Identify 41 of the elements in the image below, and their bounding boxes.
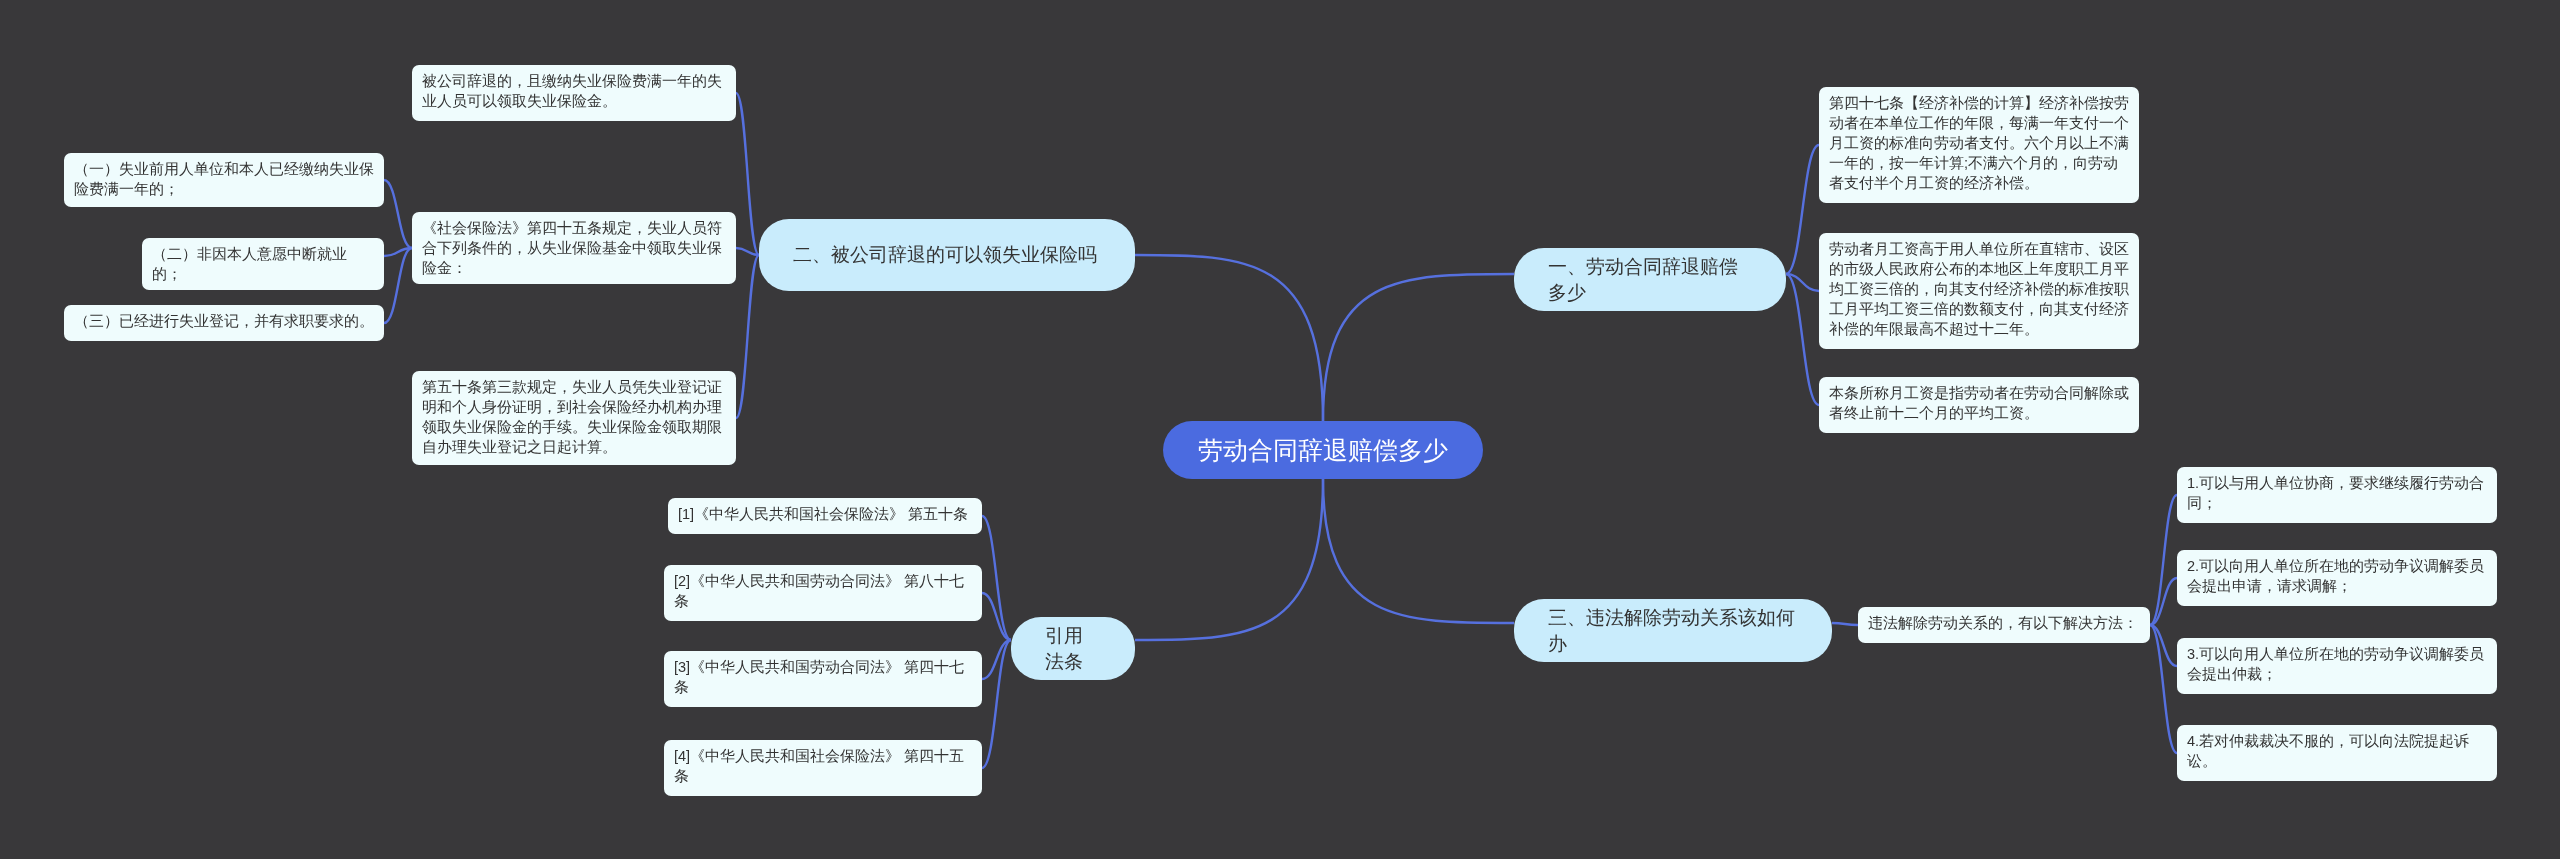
note-box: 1.可以与用人单位协商，要求继续履行劳动合同；	[2177, 467, 2497, 523]
connector-line	[735, 92, 760, 256]
note-box: 本条所称月工资是指劳动者在劳动合同解除或者终止前十二个月的平均工资。	[1819, 377, 2139, 433]
note-box: （三）已经进行失业登记，并有求职要求的。	[64, 305, 384, 341]
connector-line	[383, 178, 413, 250]
connector-line	[383, 246, 413, 325]
connector-line	[2149, 624, 2178, 754]
connector-line	[1785, 272, 1820, 293]
note-box: 4.若对仲裁裁决不服的，可以向法院提起诉讼。	[2177, 725, 2497, 781]
note-box: 被公司辞退的，且缴纳失业保险费满一年的失业人员可以领取失业保险金。	[412, 65, 736, 121]
branch-topic: 三、违法解除劳动关系该如何办	[1514, 599, 1832, 663]
note-box: （一）失业前用人单位和本人已经缴纳失业保险费满一年的；	[64, 153, 384, 207]
note-box: 2.可以向用人单位所在地的劳动争议调解委员会提出申请，请求调解；	[2177, 550, 2497, 606]
connector-line	[2149, 494, 2178, 626]
note-box: 劳动者月工资高于用人单位所在直辖市、设区的市级人民政府公布的本地区上年度职工月平均工资三倍的，向其支付经济补偿的标准按职工月平均工资三倍的数额支付，向其支付经济补偿的年限最高不超过十二年。	[1819, 233, 2139, 349]
note-box: 3.可以向用人单位所在地的劳动争议调解委员会提出仲裁；	[2177, 638, 2497, 694]
connector-line	[981, 515, 1012, 641]
connector-line	[735, 246, 760, 257]
connector-line	[1832, 621, 1858, 627]
note-box: [3]《中华人民共和国劳动合同法》 第四十七条	[664, 651, 982, 707]
note-box: [4]《中华人民共和国社会保险法》 第四十五条	[664, 740, 982, 796]
central-topic: 劳动合同辞退赔偿多少	[1163, 421, 1483, 479]
note-box: [2]《中华人民共和国劳动合同法》 第八十七条	[664, 565, 982, 621]
note-box: [1]《中华人民共和国社会保险法》 第五十条	[668, 498, 982, 534]
connector-line	[735, 254, 760, 419]
connector-line	[1135, 478, 1325, 642]
branch-topic: 一、劳动合同辞退赔偿多少	[1514, 248, 1786, 312]
connector-line	[1785, 273, 1820, 406]
note-box: （二）非因本人意愿中断就业的；	[142, 238, 384, 290]
branch-topic: 二、被公司辞退的可以领失业保险吗	[759, 219, 1135, 291]
note-box: 第五十条第三款规定，失业人员凭失业登记证明和个人身份证明，到社会保险经办机构办理领取失业保险金的手续。失业保险金领取期限自办理失业登记之日起计算。	[412, 371, 736, 465]
connector-line	[981, 591, 1012, 642]
connector-line	[981, 639, 1012, 769]
connector-line	[1135, 253, 1325, 422]
note-box: 《社会保险法》第四十五条规定，失业人员符合下列条件的，从失业保险基金中领取失业保险金：	[412, 212, 736, 284]
connector-line	[981, 638, 1012, 681]
branch-topic: 引用法条	[1011, 617, 1135, 681]
connector-line	[383, 246, 413, 258]
note-box: 第四十七条【经济补偿的计算】经济补偿按劳动者在本单位工作的年限，每满一年支付一个月工资的标准向劳动者支付。六个月以上不满一年的，按一年计算;不满六个月的，向劳动者支付半个月工资的经济补偿。	[1819, 87, 2139, 203]
note-box: 违法解除劳动关系的，有以下解决方法：	[1858, 607, 2150, 643]
connector-line	[1785, 144, 1820, 275]
